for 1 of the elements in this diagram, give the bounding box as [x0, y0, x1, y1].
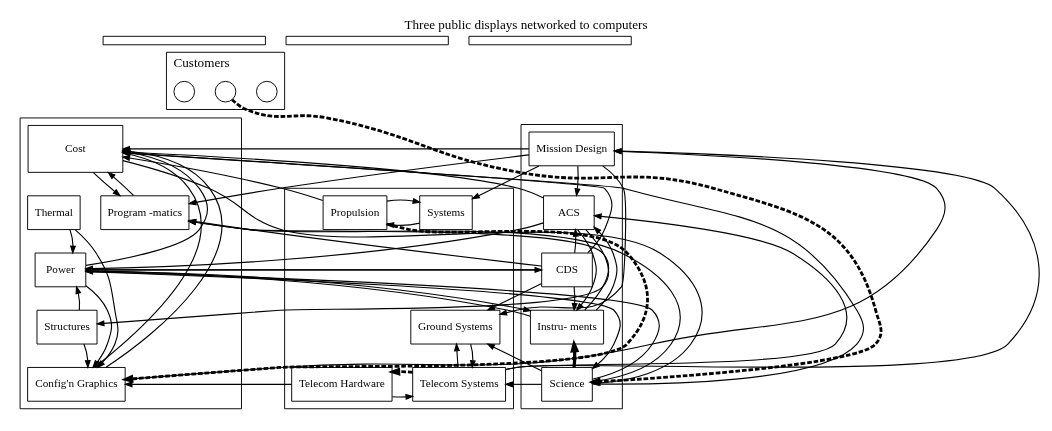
diagram-title: Three public displays networked to computers [404, 17, 648, 33]
